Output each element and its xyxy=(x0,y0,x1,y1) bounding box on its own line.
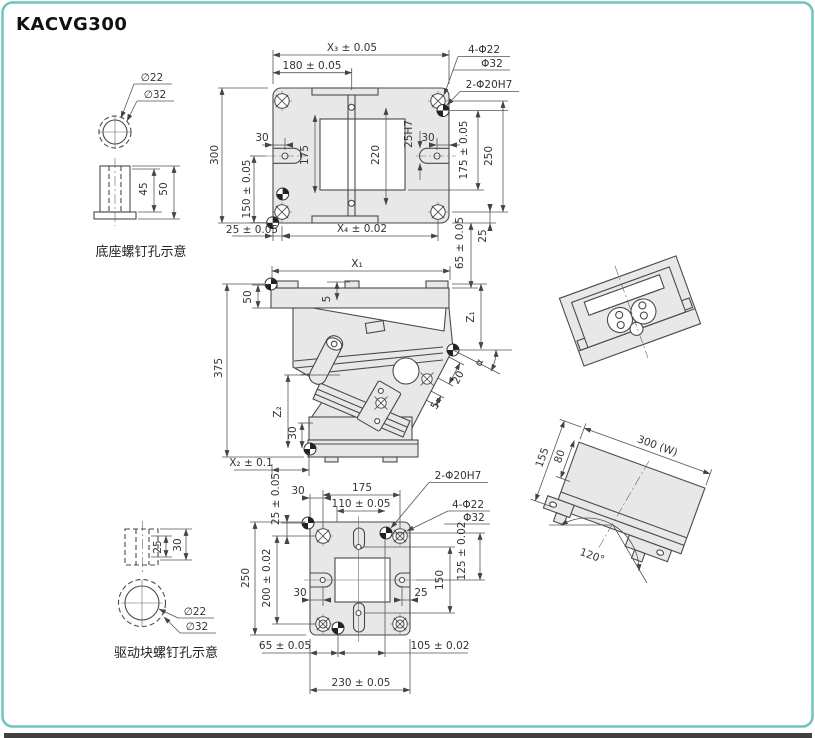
dim-z1: Z₁ xyxy=(465,311,477,322)
callout-4xd22: 4-Φ22 xyxy=(468,44,500,56)
end-face-view xyxy=(558,255,702,367)
datum-target xyxy=(264,277,278,291)
drive-detail-caption: 驱动块螺钉孔示意 xyxy=(114,645,218,661)
dim-150: 150 ± 0.05 xyxy=(241,160,253,219)
screw-symbol xyxy=(374,396,388,410)
dim-125: 125 ± 0.02 xyxy=(456,522,468,581)
callout-d32: Φ32 xyxy=(481,58,503,70)
dim-x3: X₃ ± 0.05 xyxy=(327,42,377,54)
callout-4xd22: 4-Φ22 xyxy=(452,499,484,511)
datum-target xyxy=(379,526,393,540)
screw-symbol xyxy=(420,372,434,386)
callout-d32: Φ32 xyxy=(463,512,485,524)
dim-375: 375 xyxy=(213,358,225,378)
dim-50: 50 xyxy=(242,290,254,303)
dim-230: 230 ± 0.05 xyxy=(332,677,391,689)
base-top-view: X₃ ± 0.05 180 ± 0.05 4-Φ22 Φ32 2-Φ20H7 3… xyxy=(209,42,519,289)
base-foot xyxy=(307,439,419,458)
dim-25h7: 25H7 xyxy=(403,120,415,148)
dim-175: 175 xyxy=(352,482,372,494)
dia32-label: ∅32 xyxy=(144,89,167,101)
dim-25v: 25 ± 0.05 xyxy=(270,473,282,525)
dim-65: 65 ± 0.05 xyxy=(454,217,466,269)
dim-x2: X₂ ± 0.1 xyxy=(229,457,273,469)
base-detail-caption: 底座螺钉孔示意 xyxy=(95,244,186,260)
dim-175-inner: 175 xyxy=(299,145,311,165)
dim-20: 20 xyxy=(450,369,467,386)
dim-30-left: 30 xyxy=(255,132,268,144)
dia32-label: ∅32 xyxy=(186,621,209,633)
next-section-strip xyxy=(4,733,812,738)
dim-alpha: α xyxy=(472,357,486,369)
dim-25-bl: 25 ± 0.05 xyxy=(226,224,278,236)
dim-x1: X₁ xyxy=(351,258,362,270)
dim-25: 25 xyxy=(152,540,164,553)
datum-target xyxy=(331,621,345,635)
dia22-label: ∅22 xyxy=(184,606,207,618)
dim-250: 250 xyxy=(483,146,495,166)
dim-65: 65 ± 0.05 xyxy=(259,640,311,652)
dim-30: 30 xyxy=(172,538,184,551)
depth-50: 50 xyxy=(158,182,170,195)
dim-80: 80 xyxy=(552,448,568,465)
dim-30: 30 xyxy=(287,426,299,439)
dim-110: 110 ± 0.05 xyxy=(332,498,391,510)
drive-hole-detail-view: 25 30 ∅22 ∅32 驱动块螺钉孔示意 xyxy=(114,521,218,661)
dim-x4: X₄ ± 0.02 xyxy=(337,223,387,235)
drive-block-side-view: 300 (W) 155 80 120° xyxy=(530,418,713,584)
datum-target xyxy=(436,104,450,117)
base-hole-detail-view: ∅22 ∅32 45 50 底座螺钉孔示意 xyxy=(93,72,187,260)
dim-105: 105 ± 0.02 xyxy=(411,640,470,652)
dim-30-top: 30 xyxy=(291,485,304,497)
front-view: X₁ 50 5 375 Z₂ 30 X₂ ± 0.1 Z₁ α xyxy=(213,258,512,476)
dim-5-top: 5 xyxy=(321,296,333,303)
dim-300: 300 xyxy=(209,145,221,165)
dim-30-right: 30 xyxy=(421,132,434,144)
page-title: KACVG300 xyxy=(16,14,127,35)
dim-25-mid: 25 xyxy=(414,587,427,599)
callout-2xd20h7: 2-Φ20H7 xyxy=(435,470,482,482)
dim-25-right: 25 xyxy=(477,229,489,242)
dim-z2: Z₂ xyxy=(272,406,284,417)
dim-250: 250 xyxy=(240,568,252,588)
drive-block-bottom-view: 25 ± 0.05 30 175 110 ± 0.05 2-Φ20H7 4-Φ2… xyxy=(240,470,490,694)
datum-target xyxy=(276,187,290,201)
dim-5-face: 5 xyxy=(428,400,442,412)
dim-220: 220 xyxy=(370,145,382,165)
dia22-label: ∅22 xyxy=(141,72,164,84)
callout-2xd20h7: 2-Φ20H7 xyxy=(466,79,513,91)
dim-180: 180 ± 0.05 xyxy=(283,60,342,72)
dim-175-right: 175 ± 0.05 xyxy=(458,121,470,180)
bore-hole xyxy=(392,357,420,385)
top-plate xyxy=(270,287,450,309)
dim-200: 200 ± 0.02 xyxy=(261,549,273,608)
depth-45: 45 xyxy=(138,182,150,195)
dim-30-mid: 30 xyxy=(293,587,306,599)
datum-target xyxy=(303,442,317,456)
